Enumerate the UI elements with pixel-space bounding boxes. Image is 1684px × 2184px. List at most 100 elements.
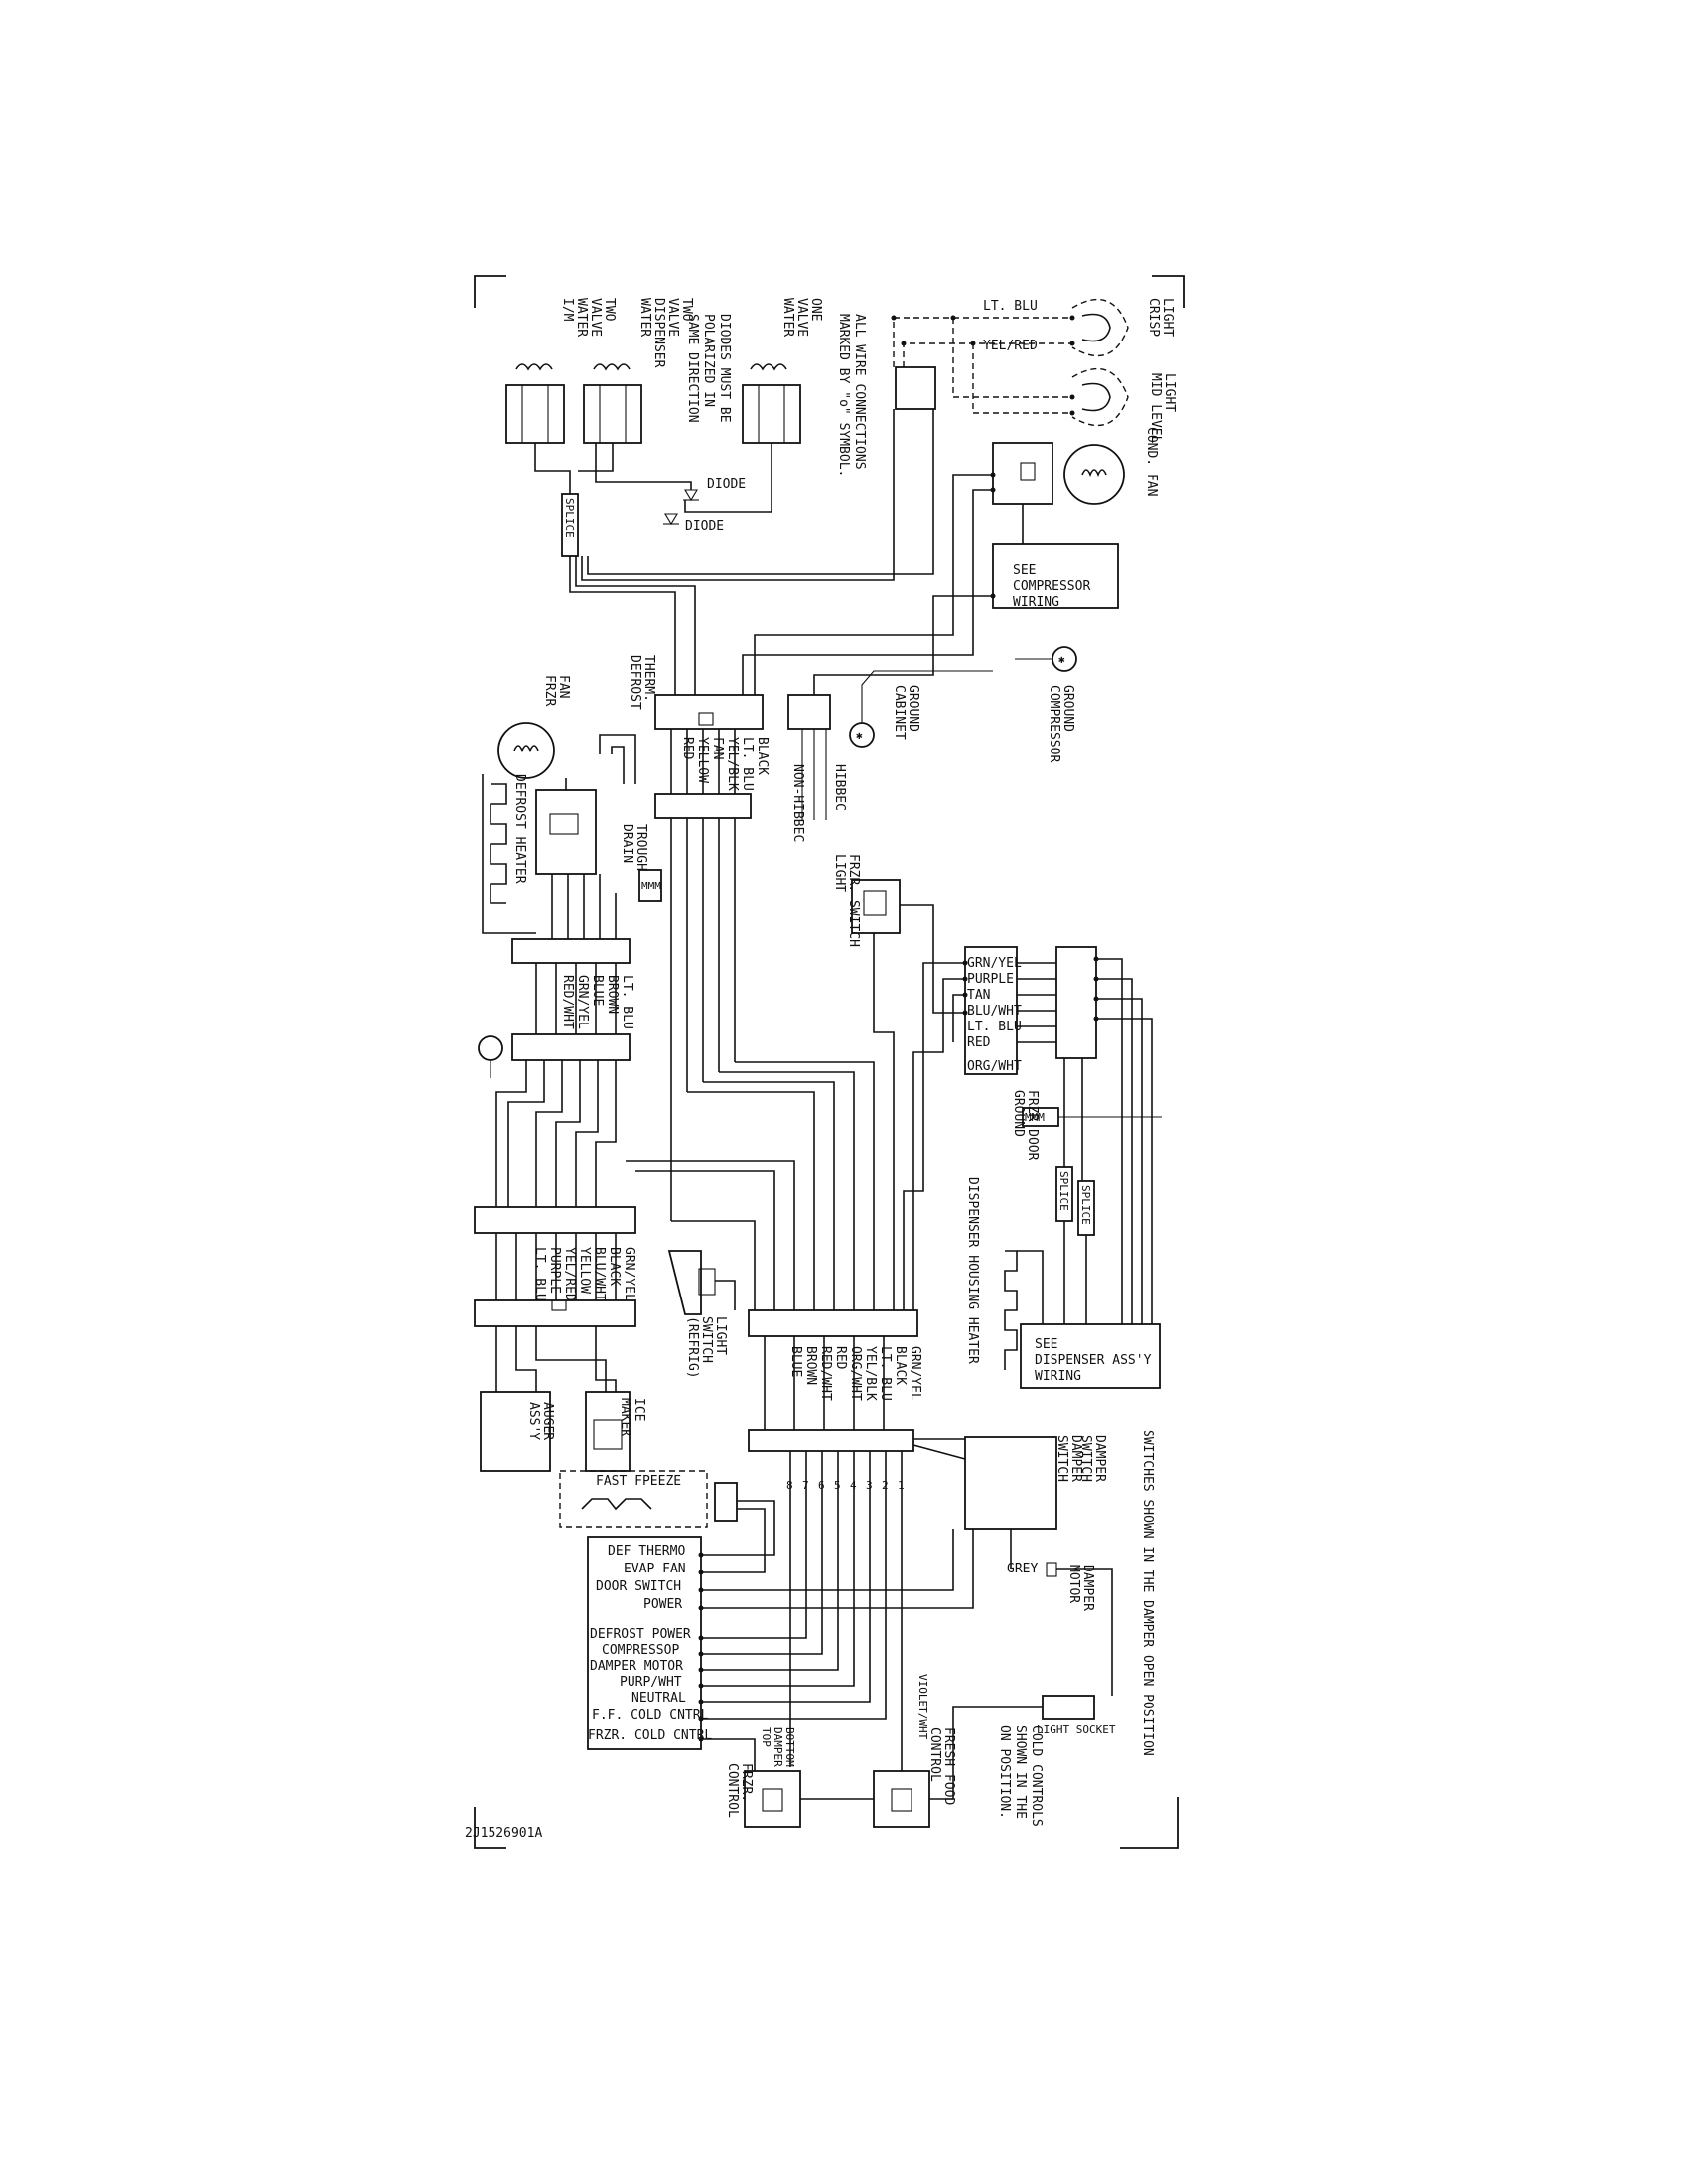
harness-d-9: BLUE bbox=[788, 1346, 803, 1377]
damper-switch2-line-2: SWITCH bbox=[1054, 1435, 1069, 1482]
note-diodes: DIODES MUST BE POLARIZED IN SAME DIRECTI… bbox=[685, 314, 732, 423]
see-compressor-box: SEE COMPRESSOR WIRING bbox=[992, 543, 1119, 610]
light-wiring bbox=[893, 317, 1072, 414]
light-switch-line-2: SWITCH bbox=[699, 1316, 714, 1363]
im-valve-line-3: VALVE bbox=[588, 298, 603, 337]
term-power: POWER bbox=[643, 1597, 682, 1612]
frzr-control-line-1: FRZR. bbox=[739, 1763, 754, 1802]
cond-fan: COND. FAN bbox=[992, 427, 1159, 505]
frzr-fan: FRZR FAN bbox=[497, 675, 571, 779]
harness-c-4: YELLOW bbox=[577, 1247, 592, 1294]
im-valve-line-4: TWO bbox=[602, 298, 617, 322]
compressor-ground: ✱ COMPRESSOR GROUND bbox=[1015, 646, 1077, 762]
defrost-heater: DEFROST HEATER bbox=[482, 774, 536, 934]
mid-light-line-2: LIGHT bbox=[1162, 373, 1177, 412]
cond-fan-label: COND. FAN bbox=[1144, 427, 1159, 496]
harness-b-3: BLUE bbox=[590, 975, 605, 1006]
connection-dots bbox=[698, 315, 1099, 1742]
note-wire-line-1: ALL WIRE CONNECTIONS bbox=[852, 314, 867, 470]
light-socket: LIGHT SOCKET bbox=[1037, 1695, 1116, 1736]
term-evap-fan: EVAP FAN bbox=[624, 1562, 686, 1576]
note-cold-line-1: COLD CONTROLS bbox=[1029, 1725, 1044, 1827]
term-compressor: COMPRESSOP bbox=[602, 1643, 679, 1658]
note-cold-controls: COLD CONTROLS SHOWN IN THE ON POSITION. bbox=[997, 1725, 1044, 1827]
disp-valve-line-3: VALVE bbox=[665, 298, 680, 337]
harness-b-4: GRN/YEL bbox=[575, 975, 590, 1029]
damper-motor-line-2: MOTOR bbox=[1066, 1565, 1081, 1603]
harness-a-2: LT. BLU bbox=[740, 737, 755, 791]
see-comp-line-3: WIRING bbox=[1013, 595, 1059, 610]
damper-motor-line-1: DAMPER bbox=[1080, 1565, 1095, 1611]
see-disp-line-1: SEE bbox=[1035, 1337, 1057, 1352]
note-switches: SWITCHES SHOWN IN THE DAMPER OPEN POSITI… bbox=[1140, 1430, 1155, 1756]
term-frzr-cold: FRZR. COLD CNTRL bbox=[588, 1728, 712, 1743]
violet-wht-label: VIOLET/WHT bbox=[916, 1674, 929, 1740]
auger-assy: AUGER ASS'Y bbox=[480, 1391, 555, 1472]
see-comp-line-2: COMPRESSOR bbox=[1013, 579, 1090, 594]
note-switches-text: SWITCHES SHOWN IN THE DAMPER OPEN POSITI… bbox=[1140, 1430, 1155, 1756]
harness-b-2: BROWN bbox=[605, 975, 620, 1014]
see-comp-line-1: SEE bbox=[1013, 563, 1036, 578]
frzr-light-switch: LIGHT FRZR. SWITCH bbox=[832, 854, 901, 947]
valve-one-line-1: WATER bbox=[780, 298, 795, 337]
harness-d-3: LT. BLU bbox=[878, 1346, 893, 1401]
diode-2-label: DIODE bbox=[685, 519, 724, 534]
defrost-connector bbox=[535, 789, 597, 875]
harness-c-7: LT. BLU bbox=[532, 1247, 547, 1301]
harness-a-3: YEL/BLK bbox=[725, 737, 740, 791]
control-terminals: DEF THERMO EVAP FAN DOOR SWITCH POWER DE… bbox=[588, 1544, 712, 1743]
ff-control-line-2: CONTROL bbox=[927, 1727, 942, 1782]
hibbec-connector: HIBBEC NON-HIBBEC bbox=[787, 694, 847, 842]
light-switch-line-3: (REFRIG) bbox=[685, 1316, 700, 1379]
mid-light-line-1: MID LEVEL bbox=[1148, 373, 1163, 444]
fast-freeze-switch: FAST FPEEZE bbox=[559, 1470, 738, 1528]
svg-text:✱: ✱ bbox=[856, 729, 863, 742]
fast-freeze-label: FAST FPEEZE bbox=[596, 1474, 681, 1489]
frzr-switch-line-1: LIGHT bbox=[832, 854, 847, 892]
drain-trough-line-2: TROUGH bbox=[633, 824, 648, 871]
pin-numbers: 8 7 6 5 4 3 2 1 bbox=[786, 1479, 905, 1492]
harness-b: LT. BLU BROWN BLUE GRN/YEL RED/WHT bbox=[511, 938, 634, 1061]
light-bulb-icon bbox=[478, 1035, 503, 1078]
harness-c-5: YEL/RED bbox=[562, 1247, 577, 1301]
wire-yel-red-label: YEL/RED bbox=[983, 339, 1038, 353]
harness-b-1: LT. BLU bbox=[620, 975, 634, 1029]
term-ff-cold: F.F. COLD CNTRL bbox=[592, 1708, 709, 1723]
note-wire-connections: ALL WIRE CONNECTIONS MARKED BY "o" SYMBO… bbox=[836, 314, 867, 477]
see-disp-line-2: DISPENSER ASS'Y bbox=[1035, 1353, 1152, 1368]
diode-1-label: DIODE bbox=[707, 478, 746, 492]
wire-traces bbox=[495, 409, 1153, 1800]
note-diodes-line-1: DIODES MUST BE bbox=[717, 314, 732, 423]
light-switch-refrig: LIGHT SWITCH (REFRIG) bbox=[667, 1250, 728, 1379]
auger-line-2: ASS'Y bbox=[526, 1402, 541, 1440]
valve-one-line-2: VALVE bbox=[794, 298, 809, 337]
note-diodes-line-3: SAME DIRECTION bbox=[685, 314, 700, 423]
harness-d-8: BROWN bbox=[803, 1346, 818, 1385]
harness-a-1: BLACK bbox=[755, 737, 770, 775]
control-terminal-block: DEF THERMO EVAP FAN DOOR SWITCH POWER DE… bbox=[587, 1536, 712, 1750]
disp-valve-line-4: TWO bbox=[679, 298, 694, 322]
diode-2: DIODE bbox=[663, 513, 724, 534]
splice-top: SPLICE bbox=[561, 493, 579, 557]
def-therm-line-1: DEFROST bbox=[628, 655, 642, 710]
sheet-frame bbox=[474, 275, 1185, 1849]
harness-c-1: GRN/YEL bbox=[622, 1247, 636, 1301]
harness-a-4: FAN bbox=[710, 737, 725, 759]
splice-right-2-label: SPLICE bbox=[1079, 1185, 1092, 1225]
drain-trough-line-1: DRAIN bbox=[620, 824, 634, 863]
frzr-fan-line-1: FRZR bbox=[542, 675, 557, 706]
splice-right-1-label: SPLICE bbox=[1057, 1171, 1070, 1211]
svg-text:MMM: MMM bbox=[1025, 1111, 1045, 1124]
ice-maker: ICE MAKER bbox=[585, 1391, 646, 1472]
see-disp-line-3: WIRING bbox=[1035, 1369, 1081, 1384]
door-ground-component: MMM bbox=[1022, 1107, 1162, 1127]
mid-level-light: MID LEVEL LIGHT bbox=[1071, 367, 1177, 444]
damper-switch2-line-1: DAMPER bbox=[1068, 1435, 1083, 1482]
drawing-number: 2J1526901A bbox=[465, 1826, 542, 1841]
frzr-control: BOTTOM DAMPER TOP FRZR. CONTROL bbox=[725, 1727, 801, 1828]
harness-c-6: PURPLE bbox=[547, 1247, 562, 1294]
bottom-damper-2: DAMPER bbox=[772, 1727, 784, 1767]
note-cold-line-3: ON POSITION. bbox=[997, 1725, 1012, 1819]
cab-ground-line-1: CABINET bbox=[892, 685, 907, 740]
